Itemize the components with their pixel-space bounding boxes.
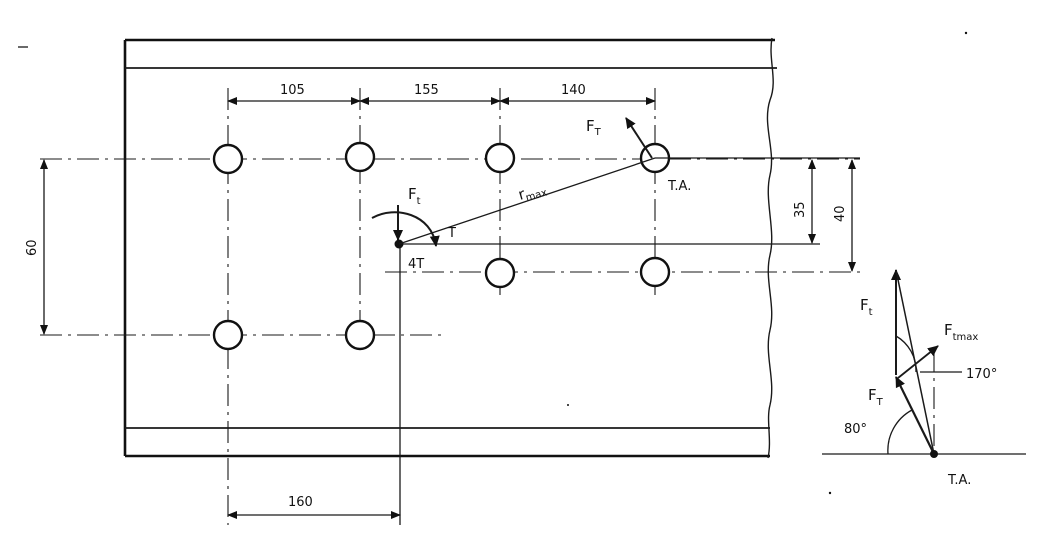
dimension-left: 60 [25, 159, 48, 335]
vd-ta-label: T.A. [947, 473, 971, 488]
vd-fT-label: FT [868, 386, 884, 408]
dimension-right: 35 40 [400, 157, 860, 272]
vd-ft-label: Ft [860, 296, 873, 318]
vd-ftmax-label: Ftmax [944, 321, 978, 343]
bolt-holes [212, 141, 671, 351]
dim-60: 60 [25, 239, 40, 256]
dim-155: 155 [414, 83, 439, 98]
ft-arrow [625, 117, 653, 159]
rmax-line [398, 157, 656, 245]
torque-label: T [447, 226, 456, 241]
angle-80-label: 80° [844, 422, 867, 437]
ta-point [930, 450, 938, 458]
bolt-hole [212, 143, 244, 175]
ftmax-arrow [897, 345, 939, 379]
centroid-loads: Ft T 4T rmax [371, 157, 656, 272]
dim-35: 35 [793, 201, 808, 218]
angle-170-arc [895, 335, 917, 373]
dimension-bottom: 160 [227, 244, 401, 525]
break-line [766, 37, 774, 459]
ta-main-label: T.A. [667, 179, 691, 194]
ft-upper-label: FT [586, 117, 602, 138]
bolt-hole [344, 141, 376, 173]
dim-140: 140 [561, 83, 586, 98]
dimension-top: 105 155 140 [227, 83, 656, 105]
bolt-hole [344, 319, 376, 351]
fT-vector [895, 376, 935, 455]
dim-40: 40 [833, 205, 848, 222]
torque-value: 4T [408, 257, 424, 272]
critical-bolt-force: FT T.A. [586, 117, 691, 194]
bolt-hole [639, 256, 671, 288]
torque-arc [371, 211, 440, 247]
angle-170-label: 170° [966, 367, 997, 382]
dim-160: 160 [288, 495, 313, 510]
rmax-label: rmax [516, 179, 548, 206]
scan-marks [18, 31, 968, 495]
angle-80-arc [887, 409, 913, 455]
bolt-hole [484, 142, 516, 174]
bolt-hole [212, 319, 244, 351]
ft-center-label: Ft [408, 185, 421, 207]
bolt-hole [484, 257, 516, 289]
vector-diagram: Ft Ftmax FT 170° 80° T.A. [822, 269, 1026, 488]
dim-105: 105 [280, 83, 305, 98]
centerlines [40, 88, 860, 525]
plate-outline [123, 37, 777, 459]
